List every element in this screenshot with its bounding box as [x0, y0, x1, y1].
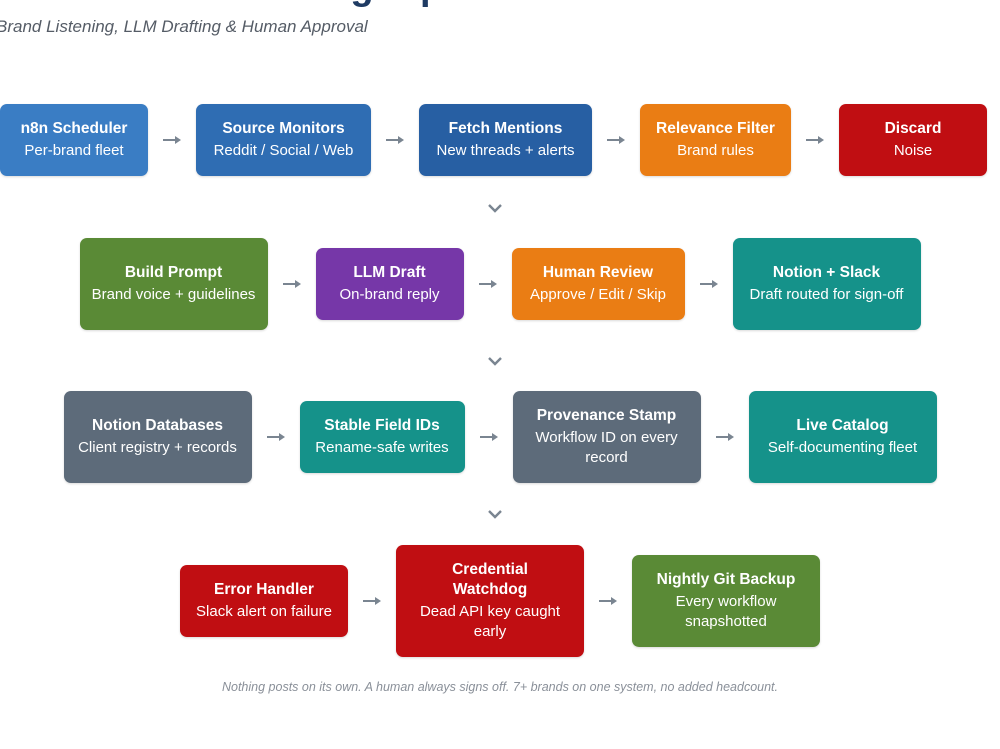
node-source-monitors[interactable]: Source Monitors Reddit / Social / Web	[196, 104, 371, 176]
node-title: Discard	[884, 120, 942, 137]
arrow-right-icon	[701, 432, 749, 442]
pipeline-row-4: Error Handler Slack alert on failure Cre…	[0, 545, 1000, 657]
node-fetch-mentions[interactable]: Fetch Mentions New threads + alerts	[419, 104, 592, 176]
node-description: Brand rules	[677, 142, 754, 159]
node-title: Credential Watchdog	[452, 561, 528, 598]
node-title: Source Monitors	[222, 120, 345, 137]
chevron-down-icon	[483, 509, 507, 525]
arrow-right-icon	[465, 432, 513, 442]
pipeline-row-3: Notion Databases Client registry + recor…	[0, 391, 1000, 483]
arrow-right-icon	[148, 135, 196, 145]
node-nightly-git-backup[interactable]: Nightly Git Backup Every workflow snapsh…	[632, 555, 820, 647]
page-title: Branded Listening Pipeline	[40, 0, 530, 9]
arrow-right-icon	[252, 432, 300, 442]
arrow-right-icon	[348, 596, 396, 606]
arrow-right-icon	[268, 279, 316, 289]
arrow-right-icon	[685, 279, 733, 289]
node-title: Build Prompt	[124, 264, 223, 281]
node-description: Per-brand fleet	[24, 142, 124, 159]
node-title: Fetch Mentions	[448, 120, 563, 137]
node-notion-slack[interactable]: Notion + Slack Draft routed for sign-off	[732, 238, 921, 330]
arrow-right-icon	[464, 279, 512, 289]
node-title: Nightly Git Backup	[656, 571, 796, 588]
chevron-down-icon	[483, 203, 507, 219]
chevron-down-icon	[483, 356, 507, 372]
node-title: Live Catalog	[796, 417, 889, 434]
node-description: Every workflow snapshotted	[675, 593, 777, 630]
node-title: Notion Databases	[92, 417, 223, 434]
arrow-right-icon	[791, 135, 839, 145]
pipeline-row-2: Build Prompt Brand voice + guidelines LL…	[0, 238, 1000, 330]
node-title: n8n Scheduler	[20, 120, 128, 137]
node-description: Dead API key caught early	[419, 603, 561, 640]
node-description: On-brand reply	[339, 286, 440, 303]
node-credential-watchdog[interactable]: Credential Watchdog Dead API key caught …	[396, 545, 584, 657]
node-description: Self-documenting fleet	[767, 439, 918, 456]
node-description: Noise	[893, 142, 933, 159]
node-provenance-stamp[interactable]: Provenance Stamp Workflow ID on every re…	[512, 391, 701, 483]
node-description: Approve / Edit / Skip	[530, 286, 666, 303]
arrow-right-icon	[592, 135, 640, 145]
node-description: Slack alert on failure	[196, 603, 332, 620]
arrow-right-icon	[584, 596, 632, 606]
node-description: Client registry + records	[78, 439, 237, 456]
node-relevance-filter[interactable]: Relevance Filter Brand rules	[640, 104, 791, 176]
node-n8n-scheduler[interactable]: n8n Scheduler Per-brand fleet	[0, 104, 148, 176]
node-notion-databases[interactable]: Notion Databases Client registry + recor…	[63, 391, 252, 483]
node-title: Human Review	[542, 264, 654, 281]
node-description: Draft routed for sign-off	[749, 286, 904, 303]
node-title: Error Handler	[214, 581, 314, 598]
node-llm-draft[interactable]: LLM Draft On-brand reply	[315, 248, 464, 320]
node-title: Provenance Stamp	[536, 407, 677, 424]
node-error-handler[interactable]: Error Handler Slack alert on failure	[180, 565, 348, 637]
node-description: Brand voice + guidelines	[91, 286, 256, 303]
node-description: Workflow ID on every record	[535, 429, 678, 466]
node-discard[interactable]: Discard Noise	[839, 104, 987, 176]
node-live-catalog[interactable]: Live Catalog Self-documenting fleet	[748, 391, 937, 483]
node-build-prompt[interactable]: Build Prompt Brand voice + guidelines	[79, 238, 268, 330]
arrow-right-icon	[371, 135, 419, 145]
node-title: Notion + Slack	[772, 264, 881, 281]
node-title: Relevance Filter	[656, 120, 775, 137]
node-human-review[interactable]: Human Review Approve / Edit / Skip	[511, 248, 685, 320]
node-stable-field-ids[interactable]: Stable Field IDs Rename-safe writes	[299, 401, 465, 473]
page-subtitle: Brand Listening, LLM Drafting & Human Ap…	[0, 17, 368, 36]
footer-note: Nothing posts on its own. A human always…	[221, 680, 778, 694]
node-title: LLM Draft	[353, 264, 426, 281]
node-title: Stable Field IDs	[324, 417, 440, 434]
node-description: New threads + alerts	[436, 142, 575, 159]
node-description: Rename-safe writes	[315, 439, 449, 456]
pipeline-row-1: n8n Scheduler Per-brand fleet Source Mon…	[0, 104, 998, 176]
node-description: Reddit / Social / Web	[213, 142, 354, 159]
